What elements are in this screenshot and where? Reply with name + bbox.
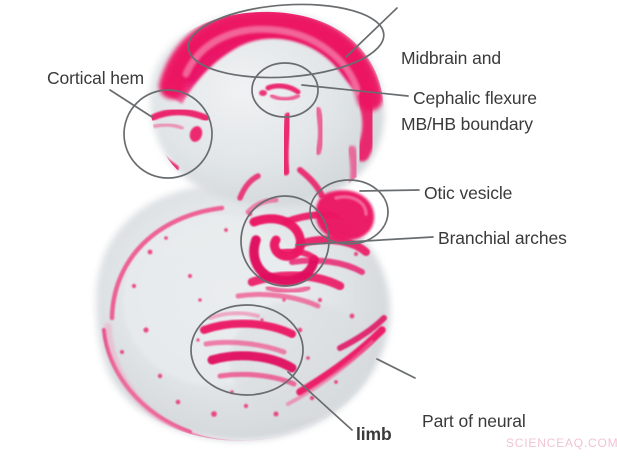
circle-limb bbox=[190, 304, 304, 396]
label-cephalic-flexure: Cephalic flexure bbox=[413, 88, 537, 108]
leader-cephalic-flexure bbox=[301, 84, 409, 97]
circle-cortical-hem bbox=[123, 89, 213, 179]
leader-branchial-arches bbox=[295, 236, 434, 246]
label-neural-tube-line1: Part of neural bbox=[422, 411, 526, 431]
label-branchial-arches: Branchial arches bbox=[438, 228, 567, 248]
circle-midbrain bbox=[187, 3, 385, 79]
circle-otic-vesicle bbox=[309, 179, 389, 245]
leader-cortical-hem bbox=[109, 89, 153, 118]
leader-limb bbox=[287, 371, 353, 431]
specimen-trunk bbox=[96, 183, 391, 441]
label-otic-vesicle: Otic vesicle bbox=[424, 183, 513, 203]
circle-cephalic-flexure bbox=[251, 62, 319, 118]
specimen-branchial-arches bbox=[237, 173, 319, 294]
label-cortical-hem: Cortical hem bbox=[47, 68, 145, 88]
label-midbrain-line2: MB/HB boundary bbox=[401, 114, 533, 134]
label-part-of-neural-tube: Part of neural tube bbox=[422, 366, 526, 457]
leader-otic-vesicle bbox=[359, 189, 420, 192]
circle-branchial-arches bbox=[240, 195, 330, 287]
watermark: SCIENCEAQ.COM bbox=[506, 436, 617, 450]
leader-neural-tube bbox=[376, 358, 416, 379]
label-limb: limb bbox=[356, 424, 392, 444]
label-midbrain: Midbrain and MB/HB boundary bbox=[401, 3, 533, 179]
specimen-head bbox=[150, 11, 385, 206]
label-midbrain-line1: Midbrain and bbox=[401, 48, 501, 68]
leader-midbrain bbox=[345, 7, 398, 58]
specimen-otic-vesicle bbox=[315, 190, 375, 241]
